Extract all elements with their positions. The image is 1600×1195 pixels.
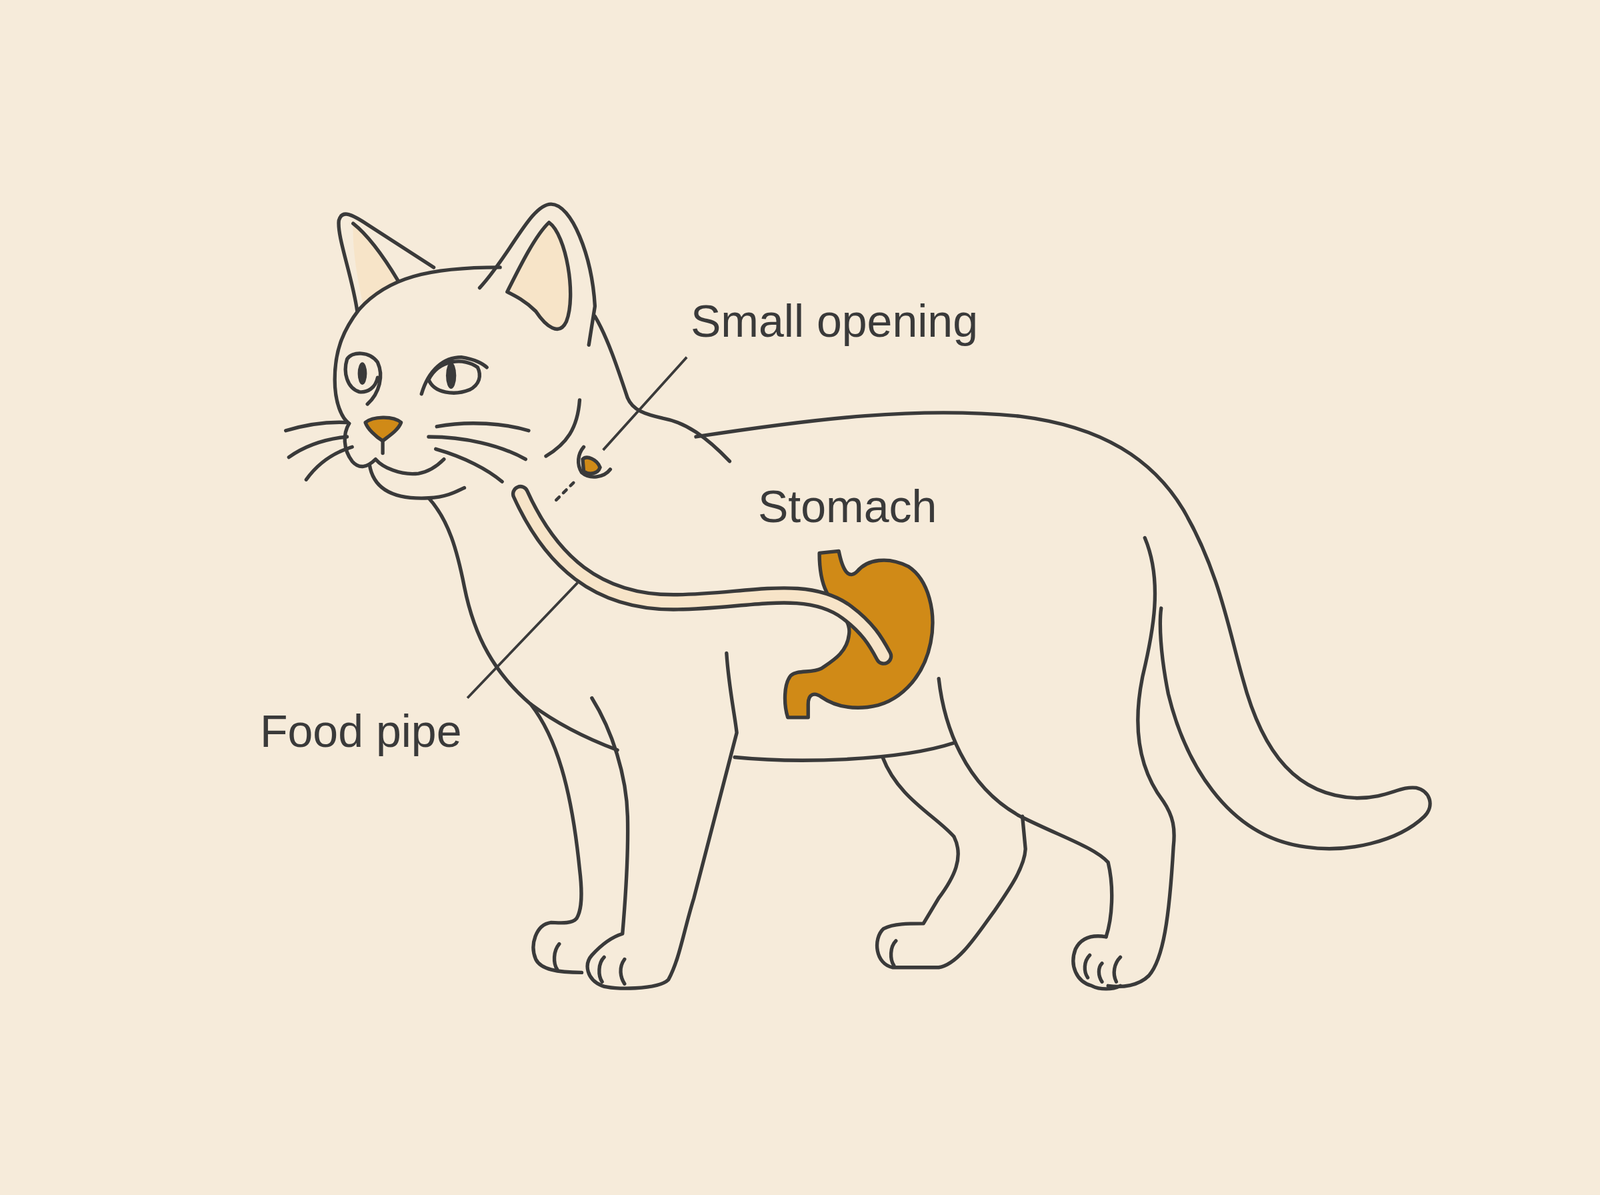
cat-outline	[358, 362, 368, 385]
leader-line	[467, 357, 687, 698]
cat-outline	[554, 944, 560, 970]
cat-outline	[421, 357, 487, 394]
leader-line	[603, 357, 687, 450]
cat-outline	[877, 756, 1026, 967]
cat-outline	[1108, 537, 1174, 986]
cat-outline	[599, 956, 625, 984]
cat-outline	[353, 223, 398, 281]
small-opening	[556, 482, 574, 500]
small-opening	[582, 457, 600, 474]
cat-outline	[436, 423, 529, 431]
part-label: Stomach	[758, 481, 937, 532]
cat-outline	[1073, 936, 1121, 989]
small-opening	[578, 446, 611, 477]
part-label: Food pipe	[260, 706, 462, 756]
cat-outline	[380, 440, 384, 453]
cat-outline	[587, 652, 737, 988]
cat-outline	[479, 204, 595, 345]
cat-outline	[546, 400, 580, 456]
cat-outline	[938, 678, 1112, 937]
cat-outline	[286, 422, 348, 431]
cat-outline	[696, 412, 1430, 849]
cat-outline	[286, 204, 1430, 989]
cat-outline	[1084, 954, 1120, 982]
cat-outline	[530, 704, 582, 972]
leader-line	[467, 582, 578, 698]
part-label: Small opening	[690, 296, 978, 346]
cat-outline	[359, 267, 500, 310]
cat-outline	[436, 448, 502, 482]
cat-outline	[734, 742, 954, 760]
small-opening	[556, 446, 610, 500]
cat-outline	[369, 464, 464, 498]
cat-outline	[365, 417, 402, 441]
cat-outline	[306, 446, 352, 480]
cat-outline	[338, 214, 434, 312]
cat-outline	[446, 362, 456, 389]
cat-outline	[345, 353, 380, 404]
cat-outline	[428, 436, 526, 460]
cat-outline	[891, 940, 896, 966]
